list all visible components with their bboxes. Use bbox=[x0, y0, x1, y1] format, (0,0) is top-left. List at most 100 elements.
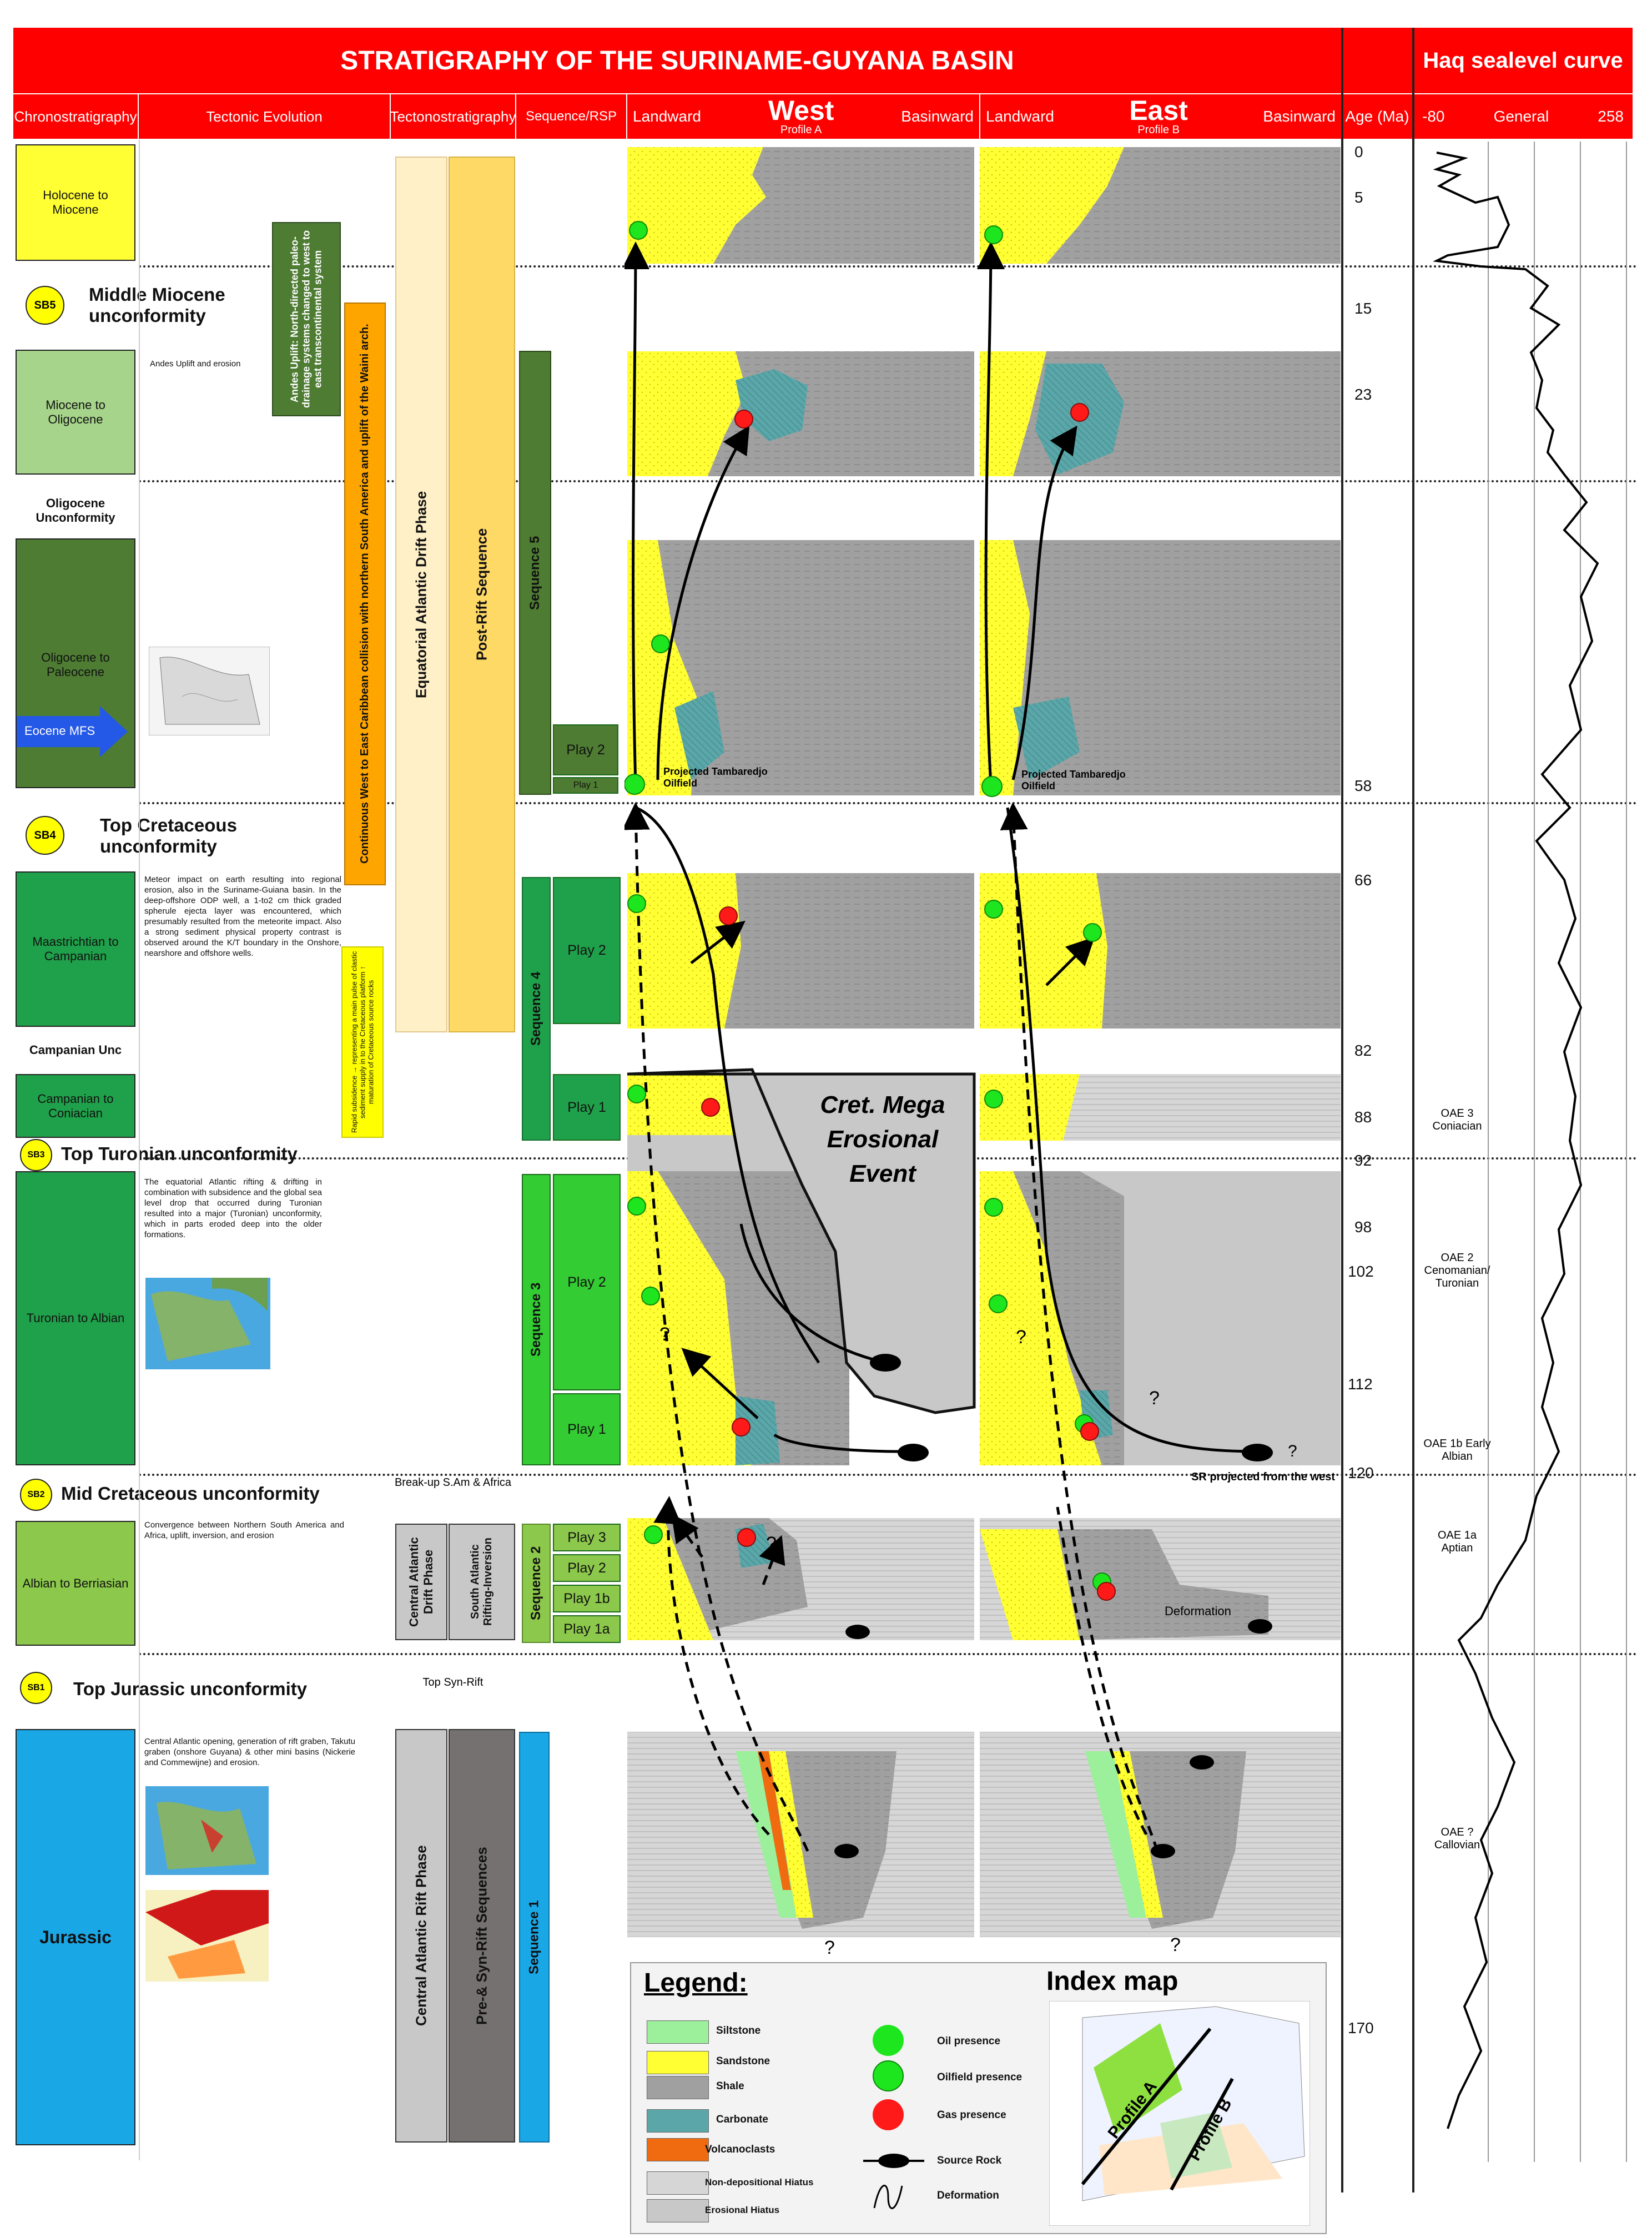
title-bar: STRATIGRAPHY OF THE SURINAME-GUYANA BASI… bbox=[13, 28, 1341, 93]
source-rock bbox=[1242, 1444, 1273, 1461]
equatorial-drift-phase-label: Equatorial Atlantic Drift Phase bbox=[412, 491, 430, 698]
play-2-albian: Play 2 bbox=[553, 1554, 621, 1582]
sb3-label: SB3 bbox=[27, 1150, 45, 1160]
sequence-2-label: Sequence 2 bbox=[528, 1546, 543, 1621]
west-paleocene-carbonate bbox=[674, 691, 724, 780]
sequence-5: Sequence 5 bbox=[519, 351, 551, 795]
andes-uplift-text: Andes Uplift: North-directed paleo-drain… bbox=[289, 230, 324, 409]
header-sequence-label: Sequence/RSP bbox=[525, 109, 617, 124]
chrono-maastrichtian-campanian-label: Maastrichtian to Campanian bbox=[32, 935, 119, 963]
age-tick: 120 bbox=[1348, 1464, 1374, 1481]
west-migration-dashed bbox=[671, 1513, 704, 1558]
sequence-4: Sequence 4 bbox=[522, 877, 551, 1141]
header-tectono-label: Tectonostratigraphy bbox=[390, 108, 516, 125]
chrono-campanian-unc-label: Campanian Unc bbox=[29, 1043, 122, 1057]
header-age-label: Age (Ma) bbox=[1345, 108, 1409, 125]
legend-swatch-erosional bbox=[647, 2199, 709, 2222]
chrono-jurassic: Jurassic bbox=[16, 1729, 135, 2145]
oil-presence bbox=[989, 1294, 1008, 1313]
source-rock bbox=[834, 1844, 859, 1858]
haq-title-bar-main: Haq sealevel curve bbox=[1413, 28, 1633, 93]
haq-title-bar bbox=[1342, 28, 1418, 93]
west-jurassic-sand bbox=[769, 1751, 813, 1918]
oil-presence bbox=[641, 1287, 660, 1306]
chrono-turonian-albian-label: Turonian to Albian bbox=[26, 1311, 125, 1325]
header-haq-general: General bbox=[1493, 108, 1549, 125]
play-2-turonian: Play 2 bbox=[553, 1174, 621, 1390]
chrono-miocene-oligocene-label: Miocene to Oligocene bbox=[46, 397, 105, 426]
unc-top-turonian: Top Turonian unconformity bbox=[61, 1143, 298, 1164]
east-maas-sand bbox=[980, 873, 1107, 1029]
rapid-subsidence-box: Rapid subsidence → representing a main p… bbox=[341, 946, 384, 1138]
east-miocene-sand bbox=[980, 351, 1046, 476]
age-tick: 170 bbox=[1348, 2019, 1374, 2037]
header-haq-min: -80 bbox=[1422, 108, 1445, 125]
header-east: Landward East Profile B Basinward bbox=[980, 94, 1341, 139]
gas-presence bbox=[737, 1528, 756, 1547]
west-migration-dashed bbox=[624, 802, 809, 1852]
west-miocene-carbonate bbox=[736, 369, 808, 441]
caribbean-collision-box: Continuous West to East Caribbean collis… bbox=[344, 303, 386, 885]
east-holocene-sand bbox=[980, 147, 1124, 264]
legend-shale: Shale bbox=[716, 2080, 744, 2092]
header-west-title: West bbox=[768, 94, 834, 126]
question-mark: ? bbox=[1149, 1388, 1160, 1409]
legend-source-rock-symbol bbox=[863, 2154, 924, 2168]
east-migration-dashed bbox=[1056, 1506, 1148, 1836]
pre-syn-rift-sequences-label: Pre-& Syn-Rift Sequences bbox=[473, 1847, 490, 2025]
legend-gas-symbol bbox=[873, 2099, 904, 2130]
source-rock bbox=[898, 1444, 929, 1461]
east-albian-sand bbox=[980, 1529, 1080, 1640]
west-migration-path bbox=[624, 241, 649, 786]
east-tur-sand bbox=[980, 1171, 1102, 1465]
header-west: Landward West Profile A Basinward bbox=[627, 94, 979, 139]
west-migration-path bbox=[656, 425, 750, 780]
chrono-campanian-unc: Campanian Unc bbox=[16, 1031, 135, 1069]
legend-swatch-volcanoclasts bbox=[647, 2138, 709, 2161]
legend-oil-symbol bbox=[873, 2025, 904, 2056]
play-2-albian-label: Play 2 bbox=[567, 1560, 606, 1576]
unc-mid-cretaceous: Mid Cretaceous unconformity bbox=[61, 1483, 320, 1504]
west-migration-path bbox=[739, 1223, 886, 1364]
play-2-top: Play 2 bbox=[553, 724, 618, 775]
east-jurassic-sand bbox=[1113, 1751, 1163, 1918]
eocene-mfs-label: Eocene MFS bbox=[24, 724, 95, 738]
oilfield-presence bbox=[981, 776, 1003, 797]
haq-curve-line bbox=[1433, 152, 1599, 2129]
gas-presence bbox=[701, 1098, 720, 1117]
equatorial-drift-phase: Equatorial Atlantic Drift Phase bbox=[395, 157, 447, 1032]
age-tick: 102 bbox=[1348, 1263, 1374, 1280]
west-tur-sand bbox=[627, 1171, 752, 1465]
west-migration-path bbox=[635, 806, 820, 1364]
legend-erosional: Erosional Hiatus bbox=[705, 2205, 780, 2215]
sb2-badge: SB2 bbox=[20, 1479, 52, 1511]
eocene-mfs-arrow: Eocene MFS bbox=[17, 706, 128, 757]
west-migration-path bbox=[773, 1433, 903, 1453]
header-haq: -80 General 258 bbox=[1413, 94, 1633, 139]
gas-presence bbox=[1070, 403, 1089, 422]
legend-oilfield-symbol bbox=[873, 2060, 904, 2091]
note-convergence: Convergence between Northern South Ameri… bbox=[144, 1520, 344, 1540]
oilfield-presence bbox=[624, 774, 645, 795]
top-synrift-label: Top Syn-Rift bbox=[422, 1676, 483, 1688]
play-1-top: Play 1 bbox=[553, 777, 618, 794]
haq-sealevel-curve bbox=[1433, 142, 1627, 2162]
unc-middle-miocene: Middle Miocene unconformity bbox=[89, 284, 225, 326]
oae-callovian-label: OAE ? Callovian bbox=[1434, 1826, 1480, 1851]
separator-age-left bbox=[1341, 28, 1343, 2192]
header-east-basinward: Basinward bbox=[1263, 108, 1336, 125]
play-1a-albian-label: Play 1a bbox=[563, 1621, 610, 1637]
chrono-oligocene-unc-label: Oligocene Unconformity bbox=[36, 496, 115, 525]
chrono-maastrichtian-campanian: Maastrichtian to Campanian bbox=[16, 871, 135, 1027]
west-tur-carbonate bbox=[736, 1396, 780, 1465]
header-west-basinward: Basinward bbox=[901, 108, 974, 125]
sb1-label: SB1 bbox=[27, 1683, 45, 1692]
legend-oil: Oil presence bbox=[937, 2035, 1001, 2047]
sb1-badge: SB1 bbox=[20, 1672, 52, 1704]
header-chrono: Chronostratigraphy bbox=[13, 94, 138, 139]
source-rock bbox=[1151, 1844, 1175, 1858]
header-tectonic: Tectonic Evolution bbox=[139, 94, 390, 139]
chrono-campanian-coniacian-label: Campanian to Coniacian bbox=[37, 1091, 114, 1120]
paleogeography-map-jurassic bbox=[145, 1786, 269, 1875]
age-tick: 15 bbox=[1354, 300, 1372, 317]
